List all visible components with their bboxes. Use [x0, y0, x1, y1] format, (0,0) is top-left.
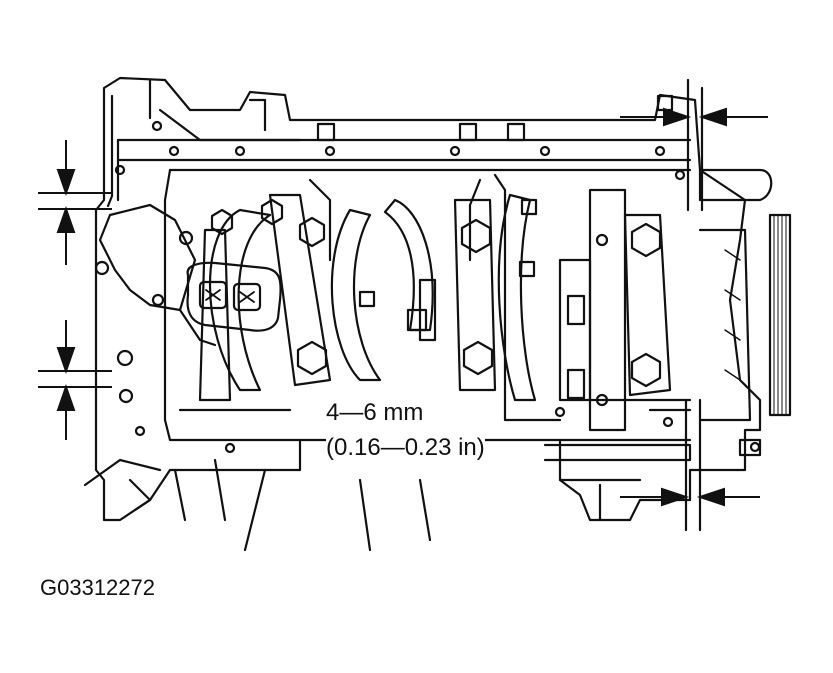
- clearance-imperial-label: (0.16—0.23 in): [326, 434, 485, 462]
- lower-plate: [243, 408, 762, 552]
- figure-id: G03312272: [40, 575, 155, 600]
- right-dimension-markers: [620, 107, 768, 507]
- left-lower-parts: [83, 349, 674, 522]
- connecting-rods: [198, 188, 672, 432]
- crankshaft: [209, 193, 537, 402]
- left-dimension-markers: [38, 140, 112, 440]
- top-rail: [114, 94, 692, 202]
- clearance-metric-label: 4—6 mm: [326, 399, 424, 427]
- rod-bolts: [210, 198, 662, 407]
- gear: [698, 168, 792, 422]
- sensor-bracket: [94, 203, 282, 347]
- thrust-reference-lines: [684, 78, 704, 532]
